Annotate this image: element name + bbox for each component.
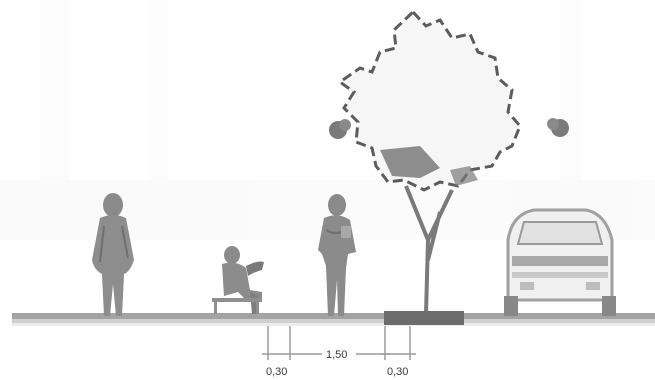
dimension-annotations — [262, 326, 416, 360]
standing-person-icon — [92, 193, 134, 316]
shrub-icon — [329, 118, 569, 139]
dimension-label-curb-right: 0,30 — [387, 366, 408, 378]
car-icon — [504, 208, 616, 316]
walking-person-icon — [318, 194, 356, 316]
tree-canopy — [337, 9, 522, 192]
dimension-label-curb-left: 0,30 — [266, 366, 287, 378]
dimension-label-sidewalk: 1,50 — [326, 349, 347, 361]
tree-icon — [337, 9, 522, 325]
seated-person-icon — [212, 246, 264, 314]
